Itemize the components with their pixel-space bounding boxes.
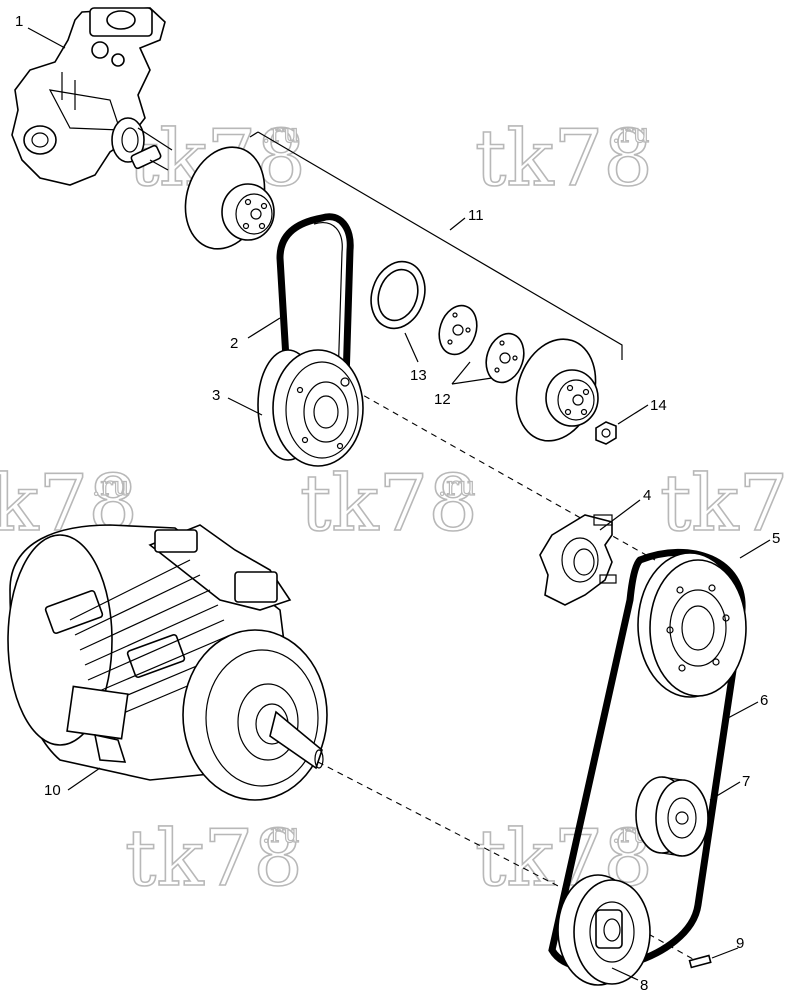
callout-7: 7 <box>742 773 750 790</box>
watermark-text: tk78 <box>300 459 478 549</box>
hub-part-4 <box>539 514 617 606</box>
callout-8: 8 <box>640 977 648 994</box>
watermark-sup: .ru <box>262 119 299 149</box>
washer-part-12b <box>485 332 525 384</box>
watermark-sup: .ru <box>262 819 299 849</box>
watermark: tk78 .ru <box>474 113 653 205</box>
electric-motor-part-10 <box>7 524 328 801</box>
callout-10: 10 <box>44 782 61 799</box>
watermark-sup: .ru <box>612 119 649 149</box>
callout-2: 2 <box>230 335 238 352</box>
callout-14: 14 <box>650 397 667 414</box>
watermark: tk78 <box>659 458 789 550</box>
callout-1: 1 <box>15 13 23 30</box>
watermark-sup: .ru <box>92 472 129 502</box>
pulley-part-5 <box>637 552 747 698</box>
watermark-text: tk78 <box>125 814 303 904</box>
watermark: tk78 .ru <box>124 813 303 905</box>
callout-9: 9 <box>736 935 744 952</box>
ring-part-13 <box>370 260 426 330</box>
nut-part-14 <box>595 421 617 445</box>
flange-disc-upper <box>184 146 275 250</box>
watermark-text: tk78 <box>475 114 653 204</box>
leader-lines <box>27 27 771 981</box>
callout-4: 4 <box>643 487 651 504</box>
callout-13: 13 <box>410 367 427 384</box>
key-part-9 <box>688 954 712 969</box>
callout-6: 6 <box>760 692 768 709</box>
flange-disc-lower <box>515 338 599 442</box>
watermark-layer: tk78 .ru tk78 .ru tk78 .ru tk78 .ru tk78… <box>0 113 789 905</box>
watermark: tk78 .ru <box>299 458 478 550</box>
callout-3: 3 <box>212 387 220 404</box>
callout-5: 5 <box>772 530 780 547</box>
callout-11: 11 <box>468 207 484 224</box>
callout-labels: 1 2 3 4 5 6 7 8 9 10 11 12 13 14 <box>15 13 780 994</box>
watermark-sup: .ru <box>438 472 475 502</box>
washer-part-12a <box>438 304 478 356</box>
motor-pulley-part-8 <box>557 874 651 986</box>
group-bracket-11 <box>249 131 623 360</box>
pump-part-1 <box>11 7 173 186</box>
callout-12: 12 <box>434 391 451 408</box>
pulley-part-3 <box>257 349 364 467</box>
idler-pulley-part-7 <box>635 776 709 857</box>
watermark-text: tk78 <box>660 459 789 549</box>
